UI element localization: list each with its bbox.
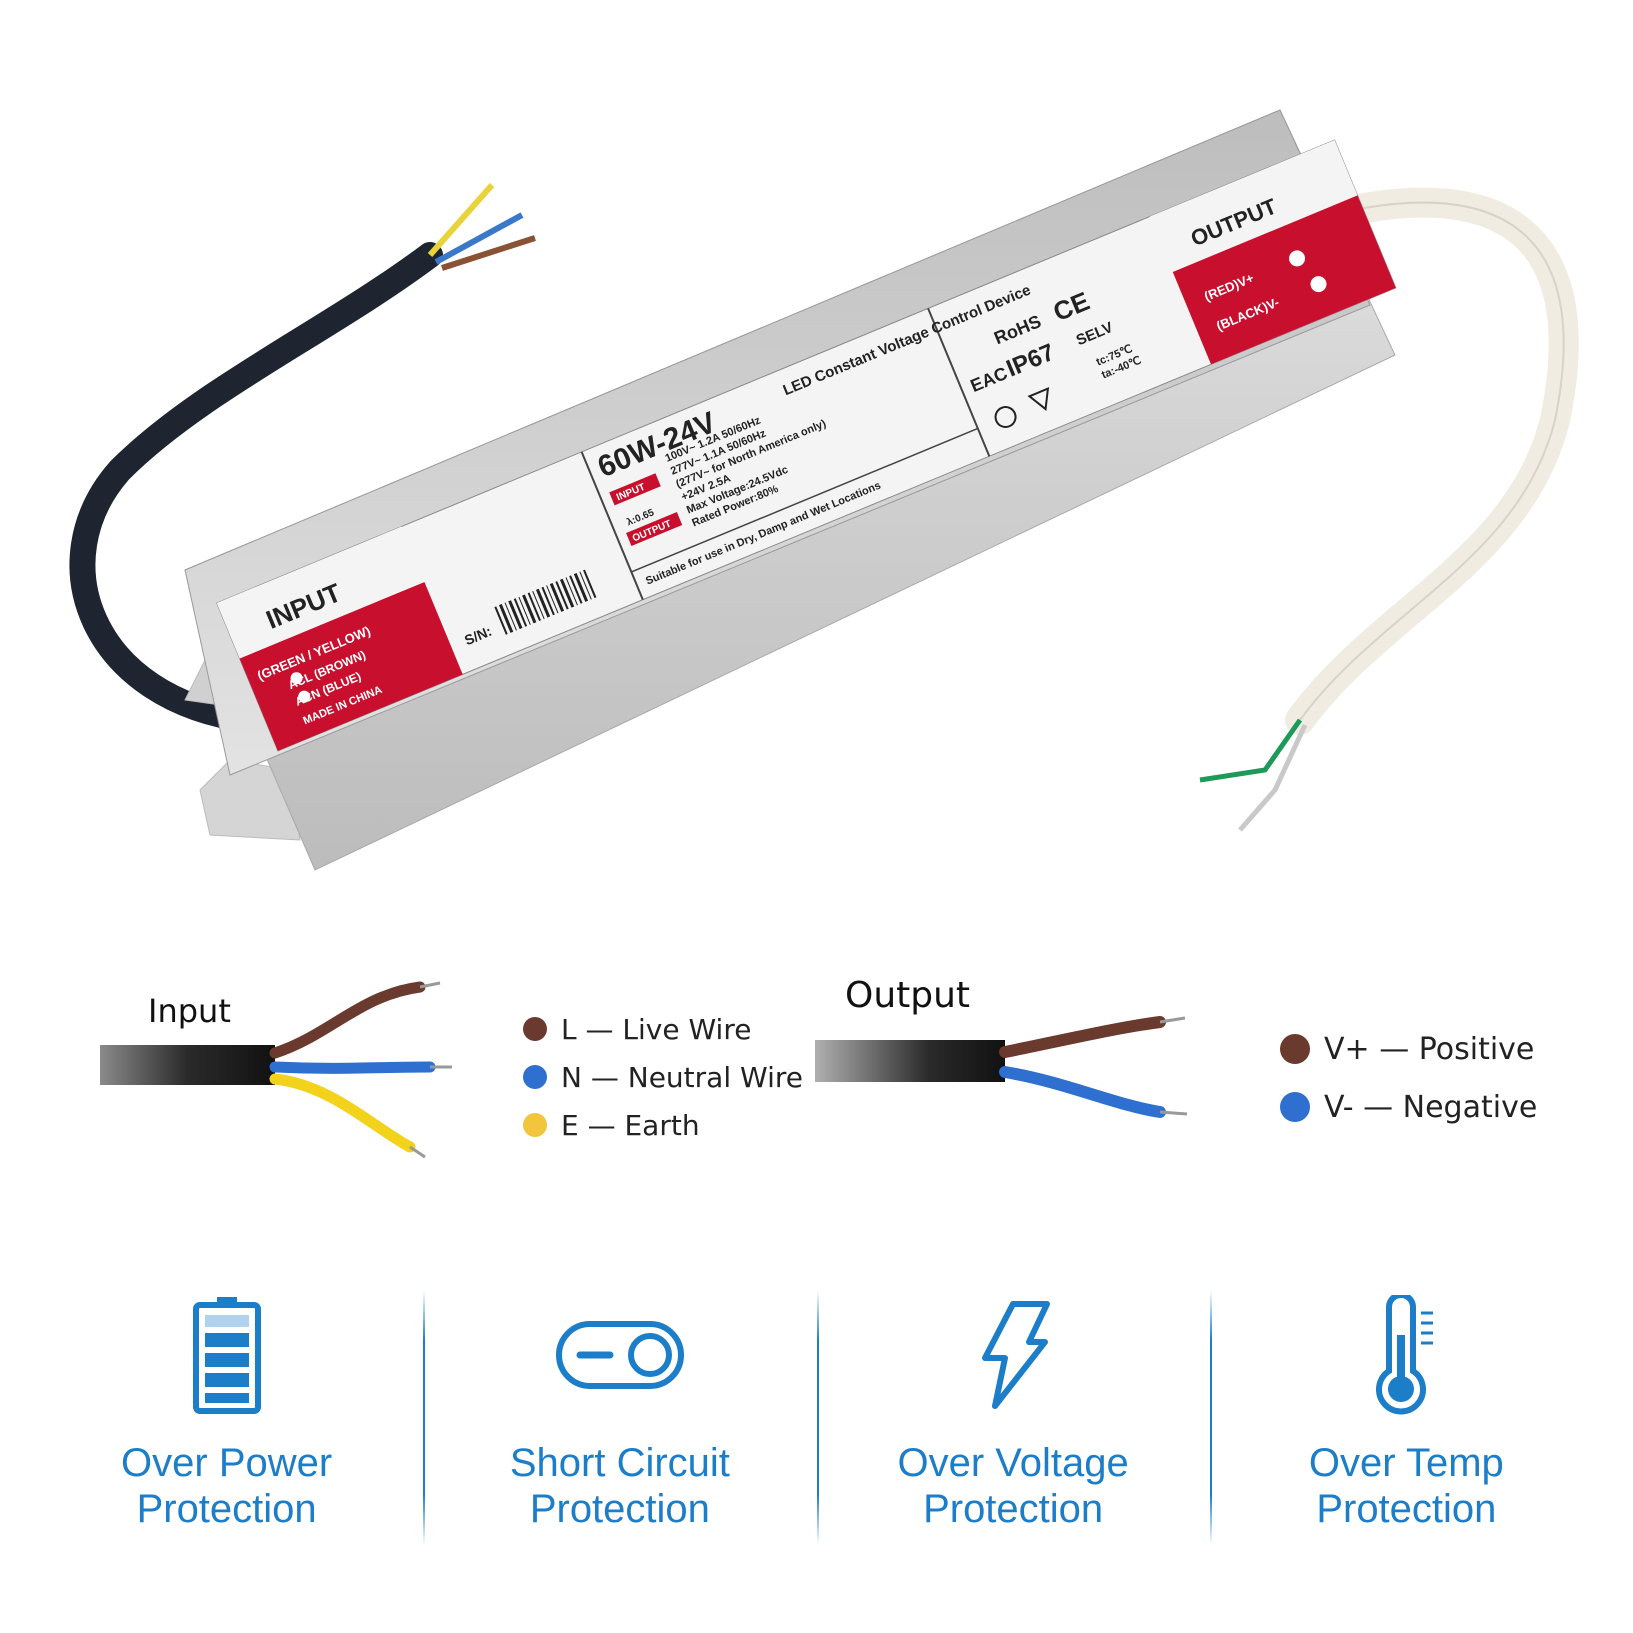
feature-short-circuit: Short Circuit Protection [423,1290,816,1550]
class-ii-icon [994,406,1017,429]
feature-label-over-temp: Over Temp Protection [1308,1441,1504,1531]
input-wire-illustration [100,981,452,1159]
product-photo: INPUT (GREEN / YELLOW) ACL (BROWN) ACN (… [69,109,1579,871]
input-wiring-caption: Input [148,992,231,1030]
output-wire-legend: V+ — Positive V- — Negative [1280,1020,1537,1136]
legend-item-positive: V+ — Positive [1280,1020,1537,1078]
input-wire-legend: L — Live Wire N — Neutral Wire E — Earth [523,1005,803,1149]
input-cable-wires [427,183,536,271]
feature-label-over-power: Over Power Protection [121,1441,333,1531]
feature-over-temp: Over Temp Protection [1209,1290,1603,1550]
legend-item-live: L — Live Wire [523,1005,803,1053]
legend-text-positive: V+ — Positive [1324,1031,1535,1067]
legend-item-earth: E — Earth [523,1101,803,1149]
feature-over-power: Over Power Protection [30,1290,423,1550]
barcode [494,569,597,635]
battery-icon [192,1290,262,1420]
output-red-panel [1172,195,1396,365]
output-cable-wires [1199,718,1308,832]
blue-dot-icon [523,1065,547,1089]
output-wiring-caption: Output [845,975,971,1016]
protection-features: Over Power Protection Short Circuit Prot… [30,1290,1603,1550]
feature-over-voltage: Over Voltage Protection [816,1290,1210,1550]
output-wire-illustration [815,1016,1188,1118]
legend-text-neutral: N — Neutral Wire [561,1060,803,1094]
yellow-dot-icon [523,1113,547,1137]
power-supply-illustration: INPUT (GREEN / YELLOW) ACL (BROWN) ACN (… [69,109,1579,871]
legend-text-negative: V- — Negative [1324,1089,1538,1125]
legend-text-earth: E — Earth [561,1108,700,1142]
warning-triangle-icon [1027,387,1050,411]
feature-label-over-voltage: Over Voltage Protection [897,1441,1129,1531]
blue-dot-icon [1280,1092,1310,1122]
label-plate: INPUT (GREEN / YELLOW) ACL (BROWN) ACN (… [216,139,1397,752]
legend-item-negative: V- — Negative [1280,1078,1537,1136]
input-cable [69,242,443,733]
toggle-switch-icon [555,1290,685,1420]
thermometer-icon [1371,1290,1441,1420]
brown-dot-icon [1280,1034,1310,1064]
brown-dot-icon [523,1017,547,1041]
feature-label-short-circuit: Short Circuit Protection [509,1441,730,1531]
input-red-panel [239,581,463,751]
lightning-icon [973,1290,1053,1420]
legend-text-live: L — Live Wire [561,1012,752,1046]
legend-item-neutral: N — Neutral Wire [523,1053,803,1101]
